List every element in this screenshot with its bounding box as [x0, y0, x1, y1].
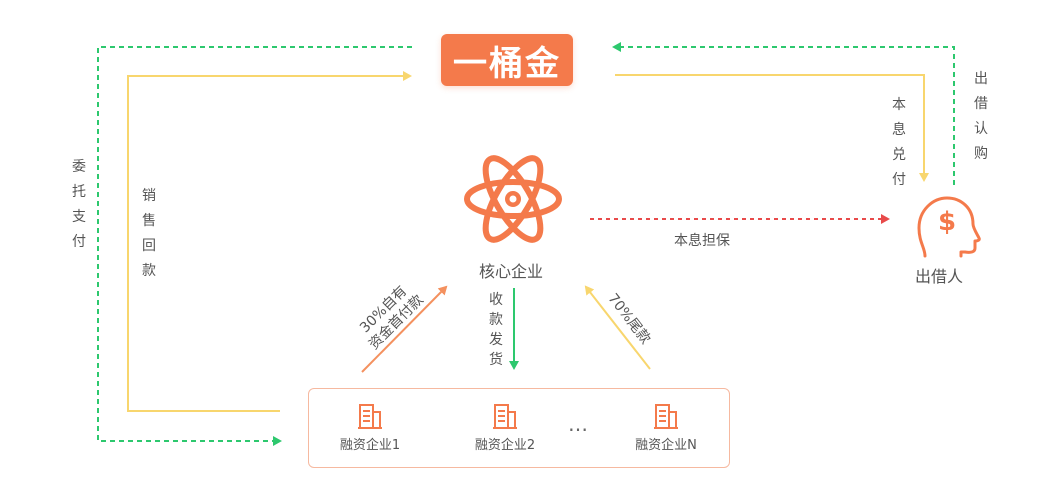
principal-interest-payment-label: 本息兑付 — [890, 93, 908, 193]
lend-subscribe-label: 出借认购 — [972, 67, 990, 167]
entrusted-payment-label: 委托支付 — [70, 155, 88, 255]
financing-company-n: 融资企业N — [606, 402, 726, 453]
brand-box: 一桶金 — [441, 34, 573, 86]
final-payment-arrow — [584, 285, 651, 370]
sales-repayment-text: 销售回款 — [142, 188, 156, 279]
collect-ship-text: 收款发货 — [489, 292, 503, 368]
financing-company-1: 融资企业1 — [310, 402, 430, 453]
principal-interest-payment-arrow — [615, 74, 929, 182]
entrusted-payment-text: 委托支付 — [72, 159, 86, 250]
atom-icon — [464, 155, 562, 243]
svg-text:$: $ — [938, 207, 956, 237]
building-icon — [654, 404, 678, 429]
financing-company-2: 融资企业2 — [445, 402, 565, 453]
financing-company-name: 融资企业1 — [339, 438, 401, 453]
collect-ship-label: 收款发货 — [487, 290, 505, 370]
financing-company-name: 融资企业2 — [474, 438, 536, 453]
building-icon — [493, 404, 517, 429]
principal-interest-payment-text: 本息兑付 — [892, 97, 906, 188]
principal-interest-guarantee-label: 本息担保 — [674, 233, 730, 249]
lend-subscribe-text: 出借认购 — [974, 71, 988, 162]
sales-repayment-arrow — [127, 71, 412, 412]
financing-company-name: 融资企业N — [635, 438, 697, 453]
lend-subscribe-arrow — [612, 42, 955, 185]
entrusted-payment-arrow — [97, 46, 412, 446]
brand-name: 一桶金 — [453, 43, 561, 84]
core-enterprise-label: 核心企业 — [479, 262, 544, 281]
sales-repayment-label: 销售回款 — [140, 184, 158, 284]
down-payment-arrow — [361, 285, 448, 373]
ellipsis: … — [568, 412, 592, 436]
building-icon — [358, 404, 382, 429]
person-dollar-icon: $ — [917, 196, 981, 258]
lender-label: 出借人 — [915, 267, 964, 286]
